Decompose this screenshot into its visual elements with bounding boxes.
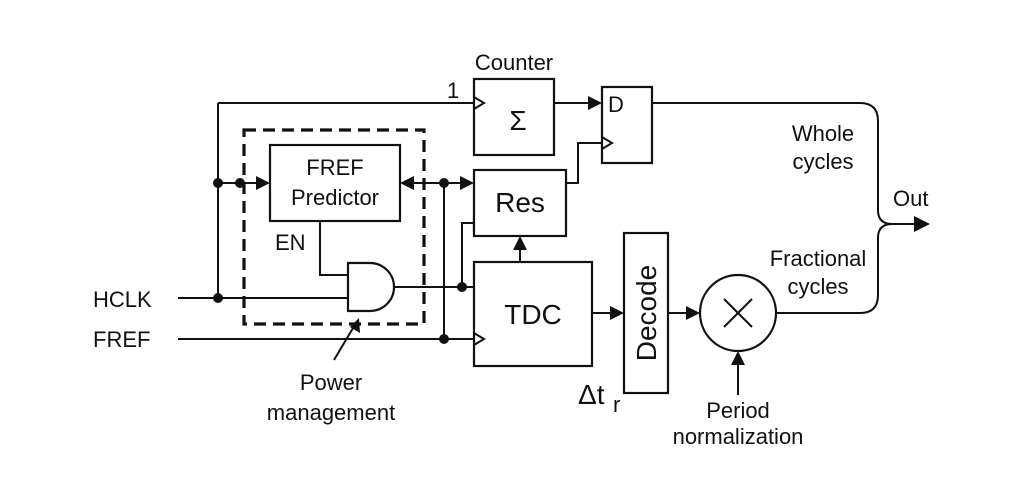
fref-predictor-label-line1: FREF [306,155,363,180]
fref-to-predictor-arrowhead [400,176,414,190]
tdc-block [472,260,594,368]
decode-to-multiplier-arrowhead [686,306,700,320]
output-label: Out [893,186,928,211]
hclk-to-predictor-arrowhead [256,176,270,190]
and-gate [346,261,396,313]
multiplier-output-wire [776,238,879,314]
counter-clock-marker [473,96,486,110]
decode-block [622,231,670,395]
counter-title: Counter [475,50,553,75]
res-to-dff-wire [566,142,602,184]
power-management-label-line1: Power [300,370,362,395]
delta-tr-label: Δt [578,379,605,410]
tdc-clock-marker [473,332,486,346]
power-management-pointer [333,322,357,361]
fref-riser-junction-dot [439,178,449,188]
multiplier-cross-b [723,298,753,328]
output-arrowhead [914,216,930,232]
dff-block [600,85,654,165]
dff-label: D [608,92,624,117]
delta-tr-subscript: r [613,392,620,417]
dff-output-wire [652,102,879,210]
fref-junction-dot [439,334,449,344]
hclk-gate-junction-dot [235,178,245,188]
whole-cycles-label-line2: cycles [792,149,853,174]
fref-predictor-label-line2: Predictor [291,185,379,210]
whole-cycles-label-line1: Whole [792,121,854,146]
counter-sigma-symbol: Σ [509,105,526,136]
period-normalization-arrowhead [731,351,745,365]
counter-to-dff-arrowhead [588,96,602,110]
gated-clock-to-res-wire [461,222,474,287]
power-management-pointer-arrowhead [350,318,360,333]
period-normalization-label-line2: normalization [673,424,804,449]
fref-to-res-arrowhead [460,176,474,190]
output-merge-wire-lower [877,223,893,239]
power-management-region [242,128,426,326]
dff-clock-marker [601,136,614,150]
tdc-to-res-arrowhead [513,236,527,250]
hclk-input-label: HCLK [93,287,152,312]
fref-input-label: FREF [93,327,150,352]
res-label: Res [495,187,545,218]
hclk-junction-dot [213,293,223,303]
en-wire [319,221,348,276]
power-management-label-line2: management [267,400,395,425]
tdc-to-decode-arrowhead [610,306,624,320]
output-merge-wire [877,209,916,225]
hclk-predictor-junction-dot [213,178,223,188]
tdc-label: TDC [504,299,562,330]
counter-input-label: 1 [447,78,459,103]
fractional-cycles-label-line2: cycles [787,274,848,299]
fractional-cycles-label-line1: Fractional [770,246,867,271]
en-label: EN [275,230,306,255]
fref-predictor-block [268,143,402,223]
period-normalization-label-line1: Period [706,398,770,423]
decode-label: Decode [631,265,662,362]
counter-block [472,77,556,157]
